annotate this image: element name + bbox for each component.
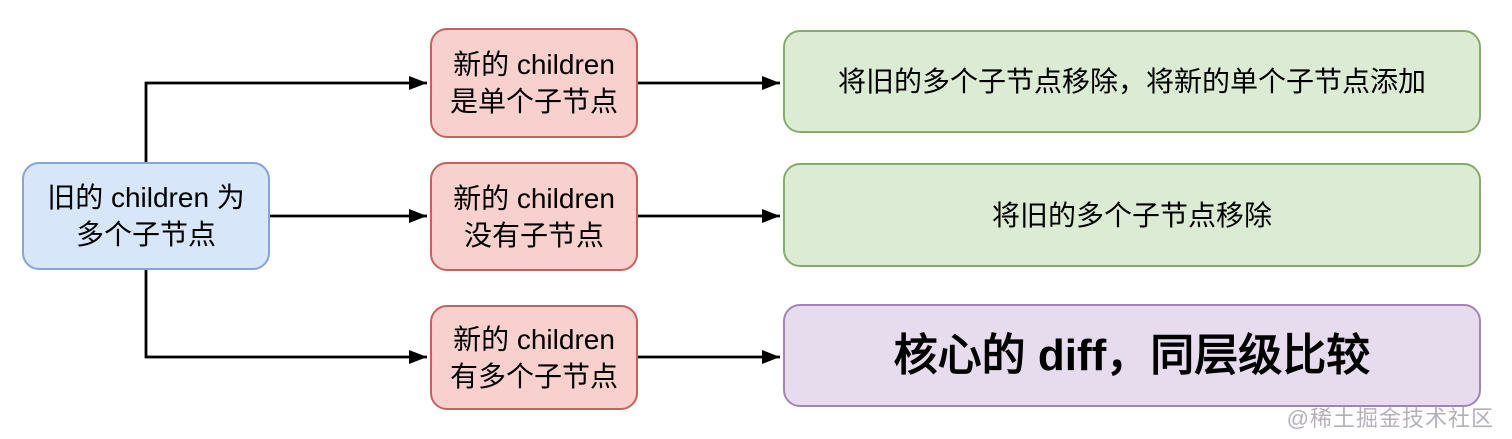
node-result-remove-old-add-new: 将旧的多个子节点移除，将新的单个子节点添加	[783, 30, 1481, 133]
arrow-root-to-condition-1	[144, 76, 427, 162]
condition-2-line2: 没有子节点	[463, 219, 604, 251]
condition-3-line2: 有多个子节点	[449, 360, 618, 392]
node-new-children-multiple: 新的 children 有多个子节点	[430, 305, 638, 410]
watermark: @稀土掘金技术社区	[1286, 406, 1494, 431]
node-result-remove-old: 将旧的多个子节点移除	[783, 163, 1481, 267]
node-old-children-multiple: 旧的 children 为 多个子节点	[22, 162, 270, 270]
result-2-text: 将旧的多个子节点移除	[991, 199, 1272, 231]
node-new-children-none: 新的 children 没有子节点	[430, 162, 638, 271]
node-new-children-single: 新的 children 是单个子节点	[430, 28, 638, 138]
condition-3-line1: 新的 children	[453, 323, 615, 355]
node-old-children-line1: 旧的 children 为	[47, 182, 245, 213]
condition-1-line1: 新的 children	[453, 49, 615, 80]
node-result-core-diff: 核心的 diff，同层级比较	[783, 304, 1481, 407]
condition-1-line2: 是单个子节点	[449, 86, 618, 117]
result-1-text: 将旧的多个子节点移除，将新的单个子节点添加	[837, 66, 1426, 97]
condition-2-line1: 新的 children	[453, 182, 615, 214]
node-old-children-line2: 多个子节点	[75, 219, 216, 250]
result-3-text: 核心的 diff，同层级比较	[893, 330, 1371, 380]
arrow-root-to-condition-3	[144, 270, 427, 364]
